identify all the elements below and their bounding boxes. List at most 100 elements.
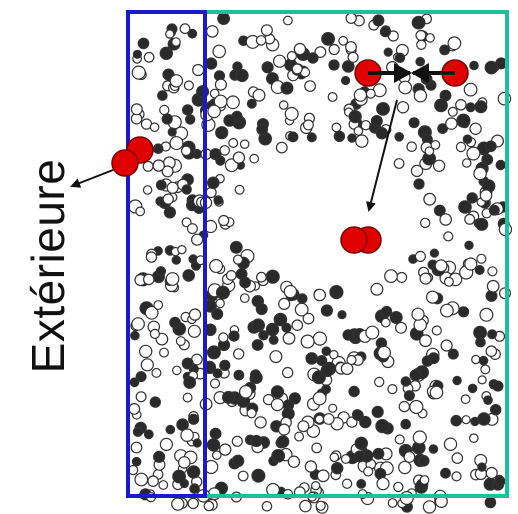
particle — [145, 251, 158, 263]
particle — [486, 279, 500, 293]
particle — [346, 354, 357, 366]
particle — [155, 266, 167, 277]
particle — [255, 35, 267, 46]
particle — [451, 452, 464, 464]
particle — [458, 306, 470, 318]
particle — [425, 33, 435, 43]
particle — [422, 500, 437, 514]
particle — [341, 75, 351, 86]
particle — [429, 248, 439, 258]
particle — [131, 317, 145, 331]
particle — [314, 414, 325, 424]
particle — [206, 438, 221, 452]
particle — [255, 303, 268, 316]
particle — [187, 28, 198, 39]
particle — [477, 412, 491, 426]
particle — [192, 438, 202, 448]
particle — [231, 435, 243, 447]
particle — [217, 12, 231, 26]
particle — [137, 37, 150, 50]
particle — [440, 339, 453, 352]
particle — [445, 117, 458, 130]
particle — [409, 399, 424, 415]
particle — [359, 415, 372, 429]
particle — [416, 39, 427, 51]
particle — [329, 285, 344, 300]
particle — [232, 348, 245, 360]
particle — [128, 403, 141, 415]
particle — [235, 68, 249, 83]
particle — [256, 271, 267, 283]
particle — [209, 427, 222, 440]
particle — [440, 303, 454, 318]
particle — [281, 322, 292, 333]
particle — [353, 88, 368, 102]
particle — [484, 496, 497, 509]
particle — [159, 104, 170, 116]
exterior-region-outline — [126, 10, 207, 498]
particle — [169, 136, 184, 151]
particle — [252, 88, 266, 102]
particle — [476, 253, 487, 264]
particle — [451, 471, 462, 482]
particle — [413, 88, 428, 103]
particle — [395, 321, 408, 334]
particle — [300, 334, 315, 349]
particle — [495, 159, 506, 171]
particle — [328, 59, 340, 71]
particle — [215, 126, 229, 140]
particle — [144, 305, 159, 320]
particle — [327, 91, 338, 102]
particle — [232, 61, 243, 72]
particle — [188, 308, 202, 321]
particle — [165, 424, 176, 435]
particle — [129, 377, 140, 388]
particle — [403, 451, 416, 463]
particle — [419, 272, 432, 285]
particle — [161, 113, 173, 125]
particle — [437, 123, 449, 135]
particle — [312, 331, 327, 346]
particle — [153, 300, 164, 310]
particle — [470, 416, 480, 427]
particle — [143, 273, 155, 286]
particle — [280, 81, 294, 95]
particle — [394, 52, 406, 64]
particle — [134, 472, 149, 487]
particle — [175, 336, 186, 347]
particle — [278, 423, 291, 436]
particle — [183, 80, 194, 91]
particle — [192, 63, 205, 77]
particle — [458, 200, 472, 214]
particle — [380, 317, 391, 328]
particle — [370, 282, 384, 296]
particle — [256, 123, 269, 136]
particle — [151, 367, 162, 378]
particle — [297, 420, 310, 433]
particle — [353, 126, 364, 136]
particle — [465, 102, 476, 113]
particle — [273, 312, 288, 327]
particle — [410, 164, 424, 178]
particle — [155, 179, 167, 191]
particle — [478, 355, 489, 366]
particle — [376, 101, 390, 116]
particle — [485, 466, 498, 480]
particle — [171, 37, 181, 47]
particle — [131, 456, 142, 467]
particle — [355, 134, 369, 148]
particle — [331, 462, 344, 475]
particle — [376, 477, 390, 491]
particle — [434, 259, 448, 273]
particle — [294, 431, 305, 442]
particle — [265, 269, 280, 284]
particle — [270, 398, 284, 412]
particle — [419, 334, 432, 348]
particle — [415, 29, 427, 41]
particle — [411, 15, 426, 30]
particle — [163, 206, 176, 219]
particle — [225, 270, 237, 281]
particle — [398, 80, 413, 95]
particle — [130, 103, 143, 116]
particle — [140, 358, 154, 372]
